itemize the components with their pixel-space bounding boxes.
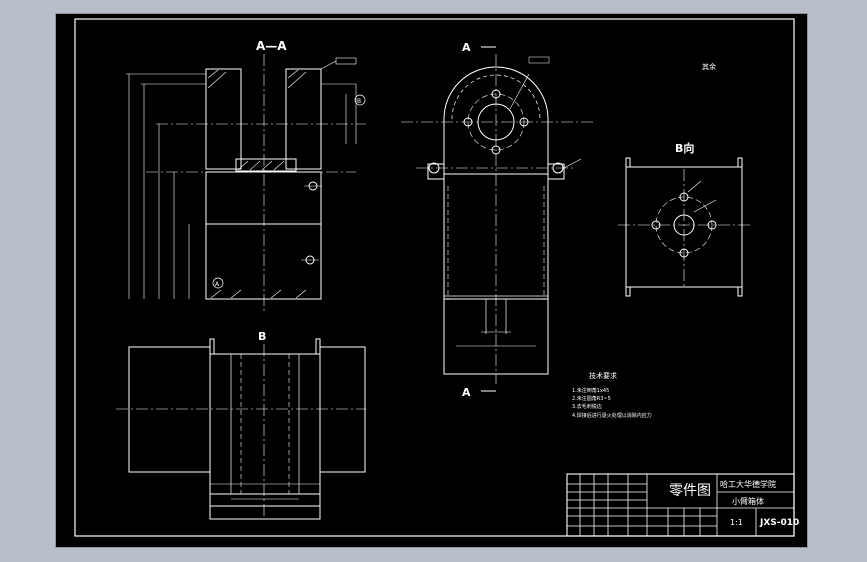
section-aa-label: A—A [256, 39, 287, 53]
view-b-label: B [258, 330, 266, 343]
view-b [116, 338, 366, 520]
corner-roughness-note: 其余 [702, 62, 716, 71]
balloon-b-label: B [357, 98, 361, 105]
tech-req-item: 1.未注倒角1x45 [572, 387, 609, 394]
cad-drawing: A—A B A B [74, 18, 799, 537]
balloon-a-label: A [215, 281, 220, 288]
school-name: 哈工大华德学院 [720, 479, 776, 489]
drawing-number: JXS-010 [759, 518, 799, 528]
section-aa-view [126, 54, 366, 314]
tech-req-item: 2.未注圆角R3~5 [572, 395, 611, 402]
technical-requirements: 技术要求 1.未注倒角1x45 2.未注圆角R3~5 3.去毛刺锐边 4.焊接后… [572, 371, 652, 419]
view-b-direction-label: B向 [675, 141, 694, 155]
scale-value: 1:1 [730, 518, 743, 527]
front-view [401, 46, 596, 392]
tech-req-item: 3.去毛刺锐边 [572, 403, 602, 410]
title-block [566, 473, 795, 537]
inner-border [74, 18, 795, 537]
part-name: 小臂箱体 [732, 496, 764, 506]
view-b-direction [618, 157, 751, 297]
section-arrow-a-bottom: A [462, 386, 471, 399]
drawing-sheet: A—A B A B [56, 14, 807, 547]
tech-req-heading: 技术要求 [589, 371, 617, 380]
tech-req-item: 4.焊接后进行退火处理以消除内应力 [572, 412, 652, 419]
section-arrow-a-top: A [462, 41, 471, 54]
drawing-kind-label: 零件图 [669, 483, 711, 499]
